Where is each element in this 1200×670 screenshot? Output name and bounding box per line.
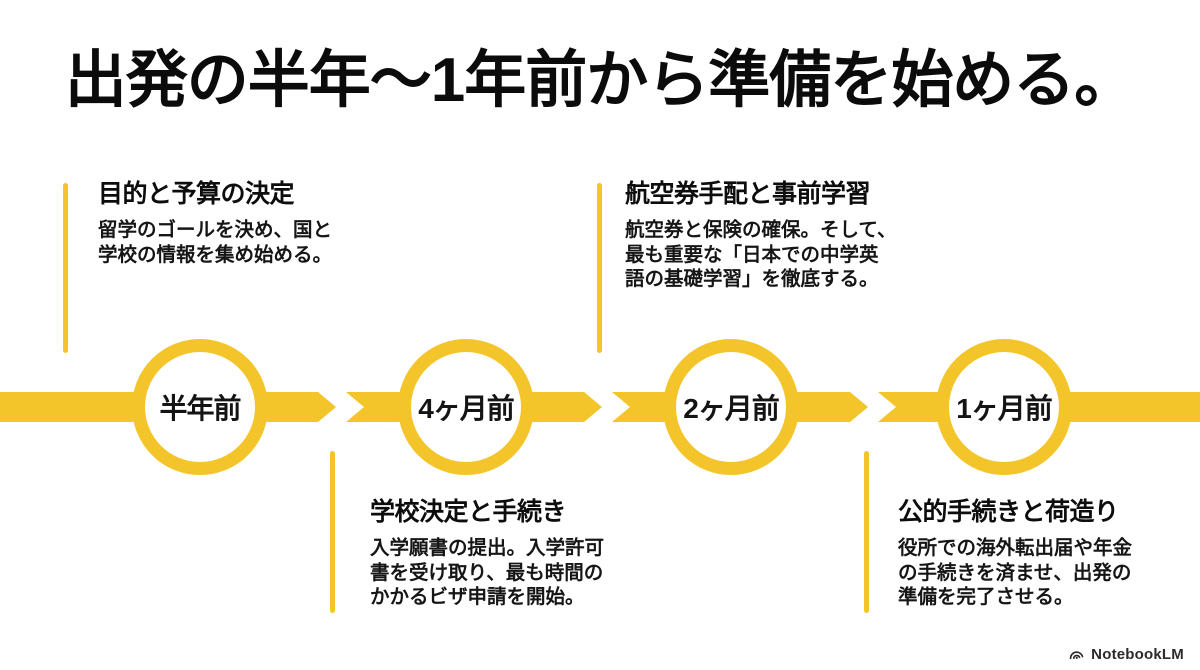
timeline-milestone-1-month: 1ヶ月前 <box>936 339 1072 475</box>
milestone-label: 1ヶ月前 <box>956 393 1053 424</box>
timeline-milestone-4-months: 4ヶ月前 <box>398 339 534 475</box>
step-description: 留学のゴールを決め、国と 学校の情報を集め始める。 <box>98 219 333 266</box>
timeline-milestone-2-months: 2ヶ月前 <box>663 339 799 475</box>
step-block-4: 公的手続きと荷造り 役所での海外転出届や年金 の手続きを済ませ、出発の 準備を完… <box>898 496 1198 610</box>
step-block-3: 航空券手配と事前学習 航空券と保険の確保。そして、 最も重要な「日本での中学英 … <box>625 178 925 292</box>
step-block-2: 学校決定と手続き 入学願書の提出。入学許可 書を受け取り、最も時間の かかるビザ… <box>370 496 670 610</box>
connector-line-step-4 <box>864 451 869 613</box>
step-heading: 航空券手配と事前学習 <box>625 180 871 208</box>
notebooklm-logo-icon <box>1068 646 1085 663</box>
step-description: 入学願書の提出。入学許可 書を受け取り、最も時間の かかるビザ申請を開始。 <box>370 537 605 608</box>
step-heading: 目的と予算の決定 <box>98 180 295 208</box>
notebooklm-attribution: NotebookLM <box>1068 646 1184 663</box>
milestone-label: 半年前 <box>159 393 241 424</box>
connector-line-step-2 <box>330 451 335 613</box>
step-block-1: 目的と予算の決定 留学のゴールを決め、国と 学校の情報を集め始める。 <box>98 178 398 267</box>
step-heading: 学校決定と手続き <box>370 498 567 526</box>
page-title: 出発の半年〜1年前から準備を始める。 <box>64 46 1136 115</box>
milestone-label: 4ヶ月前 <box>418 393 515 424</box>
connector-line-step-1 <box>63 183 68 353</box>
connector-line-step-3 <box>597 183 602 353</box>
milestone-label: 2ヶ月前 <box>683 393 780 424</box>
step-description: 役所での海外転出届や年金 の手続きを済ませ、出発の 準備を完了させる。 <box>898 537 1133 608</box>
step-heading: 公的手続きと荷造り <box>898 498 1119 526</box>
step-description: 航空券と保険の確保。そして、 最も重要な「日本での中学英 語の基礎学習」を徹底す… <box>625 219 897 290</box>
notebooklm-brand-label: NotebookLM <box>1091 646 1184 663</box>
timeline-milestone-half-year: 半年前 <box>132 339 268 475</box>
